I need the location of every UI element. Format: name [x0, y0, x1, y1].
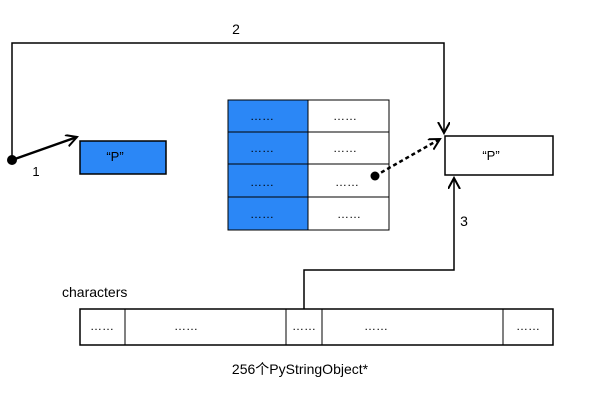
arrow-3-label: 3 [460, 213, 468, 229]
dashed-pointer-arrow [370, 137, 441, 181]
array-cell-text: …… [174, 319, 198, 333]
array-cell-text: …… [292, 319, 316, 333]
table-cell-white [307, 131, 390, 165]
arrow-3 [303, 178, 454, 309]
table-cell-text: …… [250, 109, 274, 123]
small-p-box: “P” [79, 140, 167, 175]
table-cell-text: …… [250, 175, 274, 189]
arrow-2 [11, 42, 444, 160]
array-cell-text: …… [364, 319, 388, 333]
characters-array: …… …… …… …… …… [79, 308, 554, 346]
array-caption: 256个PyStringObject* [232, 361, 369, 377]
table-cell-text: …… [333, 109, 357, 123]
arrow-1 [7, 137, 77, 165]
arrow-1-label: 1 [32, 164, 39, 179]
table-cell-text: …… [250, 141, 274, 155]
table-cell-white [307, 99, 390, 133]
table-cell-text: …… [337, 207, 361, 221]
table-cell-blue [227, 196, 309, 231]
table-cell-white [307, 196, 390, 231]
table-cell-text: …… [250, 207, 274, 221]
array-cell-text: …… [90, 319, 114, 333]
table-cell-text: …… [333, 141, 357, 155]
characters-label: characters [62, 284, 127, 300]
arrow-2-label: 2 [232, 21, 240, 37]
table-cell-text: …… [335, 175, 359, 189]
array-cell-text: …… [516, 319, 540, 333]
large-p-box: “P” [444, 135, 554, 176]
large-p-label: “P” [482, 148, 499, 163]
table-cell-white [307, 163, 390, 198]
small-p-label: “P” [106, 149, 123, 164]
pointer-table: …… …… …… …… …… …… …… …… [227, 99, 390, 231]
